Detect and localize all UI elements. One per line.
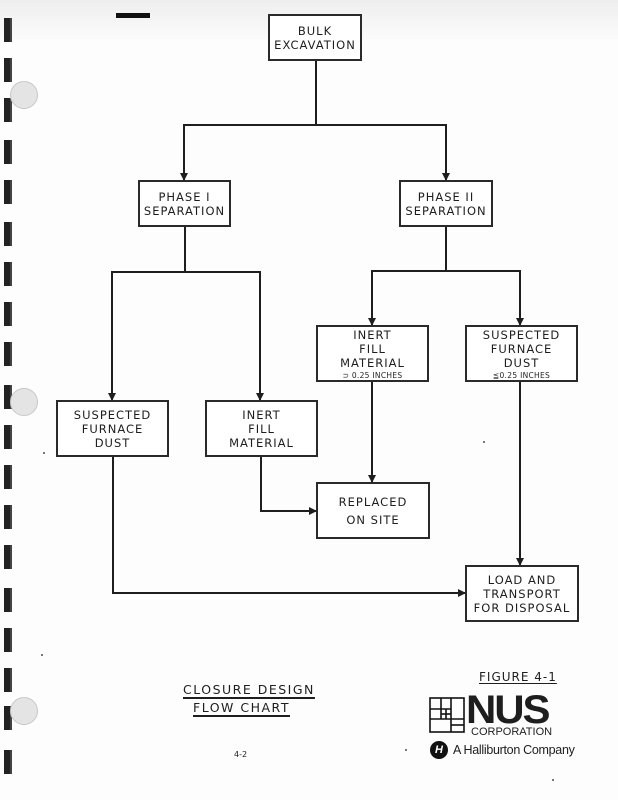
edge-p1dust-to-load bbox=[112, 457, 466, 597]
node-label-line: DUST bbox=[503, 355, 540, 370]
punch-mark bbox=[4, 58, 12, 82]
scan-speck bbox=[41, 654, 43, 656]
node-label-line: INERT bbox=[242, 407, 281, 422]
parent-company-text: A Halliburton Company bbox=[453, 743, 575, 757]
punch-mark bbox=[4, 98, 12, 122]
punch-mark bbox=[4, 750, 12, 774]
figure-label: FIGURE 4-1 bbox=[479, 670, 557, 684]
caption-title-line2: FLOW CHART bbox=[193, 700, 290, 715]
scan-speck bbox=[405, 749, 407, 751]
halliburton-logo-icon: H bbox=[430, 741, 448, 759]
node-label-line: ON SITE bbox=[346, 512, 400, 527]
punch-mark bbox=[4, 628, 12, 652]
punch-mark bbox=[4, 545, 12, 569]
binder-tab-mark bbox=[116, 13, 150, 18]
node-label-line: SEPARATION bbox=[143, 203, 226, 218]
node-bulk-excavation: BULK EXCAVATION bbox=[268, 14, 362, 61]
node-label-line: SUSPECTED bbox=[73, 407, 152, 422]
punch-mark bbox=[4, 18, 12, 42]
node-label-line: TRANSPORT bbox=[483, 586, 561, 601]
node-phase2-inert-fill: INERT FILL MATERIAL ⊃ 0.25 INCHES bbox=[316, 325, 429, 382]
node-label-line: SEPARATION bbox=[405, 203, 487, 218]
binder-hole bbox=[10, 81, 38, 109]
node-label-line: FILL bbox=[359, 341, 386, 356]
node-label-line: BULK bbox=[297, 23, 333, 38]
node-label-line: FILL bbox=[248, 421, 275, 436]
punch-mark bbox=[4, 505, 12, 529]
size-criterion-note: ⊃ 0.25 INCHES bbox=[342, 370, 403, 380]
node-label-line: PHASE II bbox=[417, 189, 475, 204]
size-criterion-note: ≦0.25 INCHES bbox=[492, 370, 551, 380]
punch-mark bbox=[4, 262, 12, 286]
punch-mark bbox=[4, 302, 12, 326]
punch-mark bbox=[4, 668, 12, 692]
node-label-line: INERT bbox=[353, 327, 392, 342]
node-label-line: DUST bbox=[94, 435, 131, 450]
node-phase1-furnace-dust: SUSPECTED FURNACE DUST bbox=[56, 400, 169, 457]
punch-mark bbox=[4, 180, 12, 204]
punch-mark bbox=[4, 342, 12, 366]
nus-logo-subtitle: CORPORATION bbox=[471, 726, 553, 738]
node-label-line: SUSPECTED bbox=[482, 327, 561, 342]
node-load-and-transport: LOAD AND TRANSPORT FOR DISPOSAL bbox=[465, 565, 579, 622]
punch-mark bbox=[4, 465, 12, 489]
caption-title-line1: CLOSURE DESIGN bbox=[183, 682, 315, 697]
binder-hole bbox=[10, 388, 38, 416]
scan-speck bbox=[43, 452, 45, 454]
node-phase2-separation: PHASE II SEPARATION bbox=[399, 180, 493, 227]
node-phase1-inert-fill: INERT FILL MATERIAL bbox=[205, 400, 318, 457]
node-label-line: MATERIAL bbox=[340, 355, 405, 370]
node-label-line: EXCAVATION bbox=[274, 37, 356, 52]
node-phase1-separation: PHASE I SEPARATION bbox=[138, 180, 231, 227]
node-label-line: REPLACED bbox=[338, 494, 408, 509]
binder-hole bbox=[10, 697, 38, 725]
punch-mark bbox=[4, 588, 12, 612]
punch-mark bbox=[4, 222, 12, 246]
node-replaced-on-site: REPLACED ON SITE bbox=[316, 482, 430, 539]
node-label-line: FURNACE bbox=[490, 341, 553, 356]
scan-speck bbox=[483, 441, 485, 443]
node-label-line: PHASE I bbox=[158, 189, 211, 204]
node-phase2-furnace-dust: SUSPECTED FURNACE DUST ≦0.25 INCHES bbox=[465, 325, 578, 382]
page-number: 4-2 bbox=[234, 750, 248, 759]
node-label-line: MATERIAL bbox=[229, 435, 294, 450]
scan-speck bbox=[552, 779, 554, 781]
nus-logo-wordmark: NUS bbox=[466, 688, 550, 732]
nus-logo-grid-icon bbox=[429, 697, 465, 733]
node-label-line: FURNACE bbox=[81, 421, 144, 436]
punch-mark bbox=[4, 425, 12, 449]
node-label-line: LOAD AND bbox=[487, 572, 557, 587]
punch-mark bbox=[4, 140, 12, 164]
node-label-line: FOR DISPOSAL bbox=[473, 600, 571, 615]
edge-p1inert-to-replaced bbox=[260, 457, 317, 515]
